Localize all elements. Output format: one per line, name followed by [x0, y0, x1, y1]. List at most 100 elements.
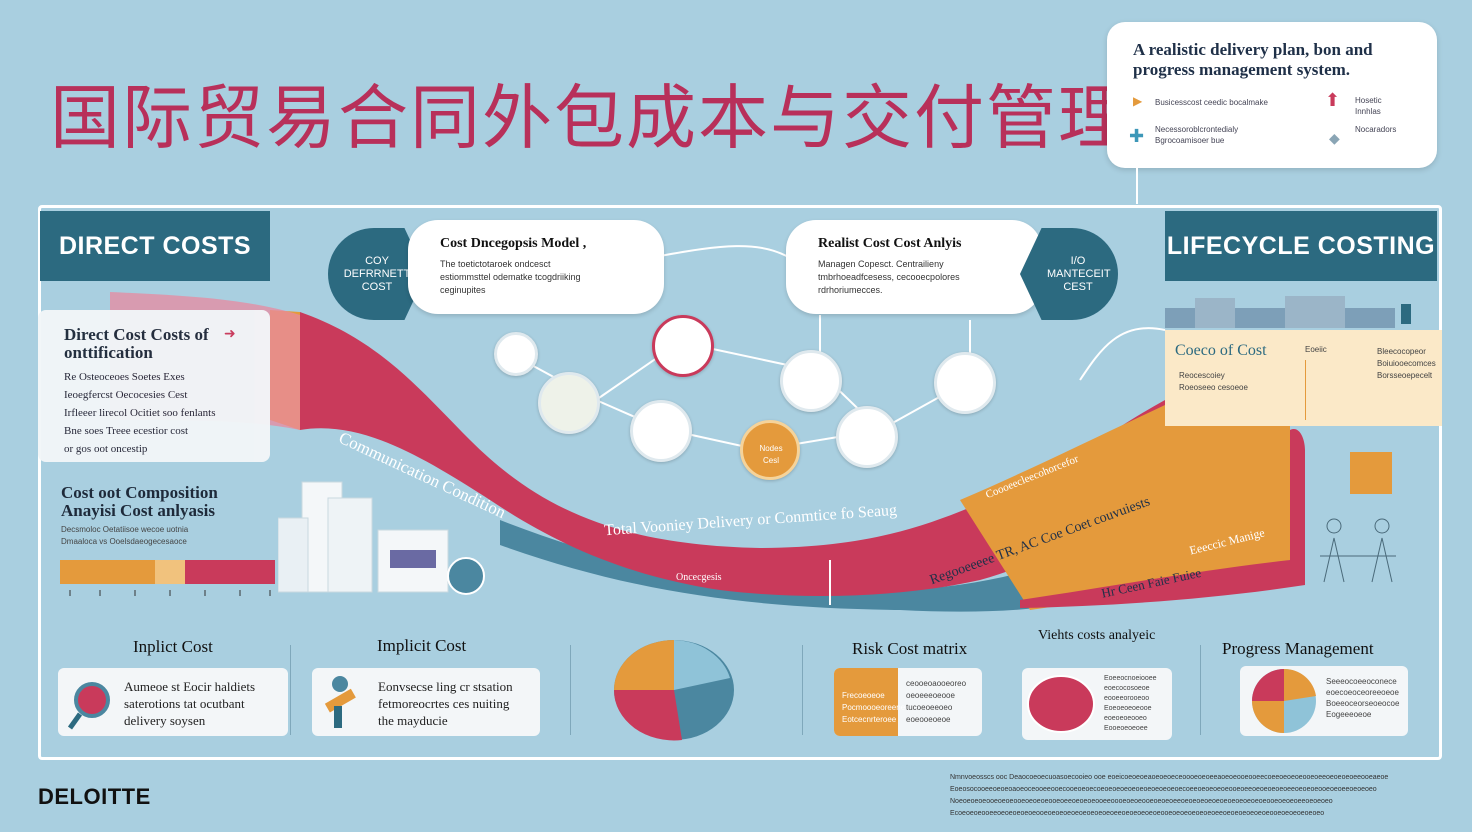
cost-pie-chart: [613, 640, 734, 741]
direct-cost-card-title: Direct Cost Costs of onttification: [64, 325, 209, 362]
risk-line: oeoeeeoeooe: [906, 691, 955, 700]
lifecycle-panel-right: Bleecocopeor Boiuiooecomces Borsseoepece…: [1377, 346, 1436, 382]
implict-cost-card: Aumeoe st Eocir haldiets saterotions tat…: [58, 668, 288, 736]
footnote-line: Eoeosocooeeoeoeoaoeoceooeeooecooeoeoecoe…: [950, 786, 1377, 793]
right-chevron-label: I/O MANTECEIT CEST: [1047, 254, 1111, 293]
progress-line: eoecoeoceoreeoeoe: [1326, 688, 1399, 697]
risk-label: Frecoeoeoe: [842, 691, 885, 700]
direct-costs-header: DIRECT COSTS: [40, 211, 270, 281]
callout-item: Nocaradors: [1355, 125, 1397, 134]
buildings-illustration: [278, 481, 485, 595]
composition-line: Dmaaloca vs Ooelsdaeogecesaoce: [61, 537, 187, 546]
globe-icon: [447, 557, 485, 595]
views-costs-title: Viehts costs analyeic: [1038, 628, 1156, 643]
cost-model-lines: The toetictotaroek ondcesct estiommsttel…: [440, 258, 581, 297]
callout-item: Bgrocoamisoer bue: [1155, 136, 1225, 145]
city-skyline: [1165, 296, 1411, 328]
card-line: delivery soysen: [124, 713, 206, 728]
pill-line: ceginupites: [440, 285, 486, 295]
diagram-frame: [38, 205, 1442, 760]
card-line: Re Osteoceoes Soetes Exes: [64, 371, 185, 383]
delivery-plan-callout: A realistic delivery plan, bon and progr…: [1107, 22, 1437, 168]
progress-line: Eogeeeoeoe: [1326, 710, 1372, 719]
card-line: fetmoreocrtes ces nuiting: [378, 696, 510, 711]
right-cost-chevron: I/O MANTECEIT CEST: [1020, 228, 1118, 320]
team-node: [934, 352, 996, 414]
views-line: eoeoeoeooeo: [1104, 715, 1147, 722]
views-line: eoecocosoeoe: [1104, 685, 1150, 692]
arrow-icon: ▶: [1133, 94, 1143, 108]
composition-bar: [60, 560, 275, 596]
views-line: eooeeorooeoo: [1104, 695, 1150, 702]
bottom-divider: [290, 645, 291, 735]
direct-cost-card-lines: Re Osteoceoes Soetes Exes Ieoegfercst Oe…: [64, 368, 216, 458]
network-node: [494, 332, 538, 376]
composition-title: Cost oot Composition Anayisi Cost anlyas…: [61, 483, 218, 520]
callout-item: Innhlas: [1355, 107, 1381, 116]
connector-line: [659, 245, 791, 259]
lifecycle-panel-lines: Reocescoiey Roeoseeo cesoeoe: [1179, 370, 1248, 394]
tools-icon: [324, 676, 356, 728]
direct-cost-card: Direct Cost Costs of onttification ➜ Re …: [38, 310, 270, 462]
left-chevron-label: COY DEFRRNETT COST: [343, 254, 411, 293]
lifecycle-cost-panel: Coeco of Cost Eoeiic Reocescoiey Roeosee…: [1165, 330, 1442, 426]
risk-cost-card: Frecoeoeoe Pocmoooeoreene Eotcecnrteroee…: [834, 668, 982, 736]
orange-band: [960, 405, 1290, 610]
pill-line: tmbrhoeadfcesess, cecooecpolores: [818, 272, 960, 282]
card-line: the mayducie: [378, 713, 448, 728]
views-line: Eoeeocnoeiooee: [1104, 675, 1157, 682]
card-line: Aumeoe st Eocir haldiets: [124, 679, 256, 694]
lifecycle-costing-header: LIFECYCLE COSTING: [1165, 211, 1437, 281]
crowd-node: [538, 372, 600, 434]
bottom-divider: [570, 645, 571, 735]
views-costs-lines: Eoeeocnoeiooee eoecocosoeoe eooeeorooeoo…: [1104, 674, 1157, 734]
card-line: Irfleeer lirecol Ocitiet soo fenlants: [64, 407, 216, 419]
teal-band: [500, 505, 1165, 612]
progress-lines: Seeeocoeeoconece eoecoeoceoreeoeoe Boeeo…: [1326, 676, 1399, 720]
panel-divider: [1305, 360, 1306, 420]
progress-management-title: Progress Management: [1222, 639, 1374, 658]
views-line: Eoeoeoeoeooe: [1104, 705, 1152, 712]
implicit-cost-title: Implicit Cost: [377, 636, 467, 655]
panel-line: Boiuiooecomces: [1377, 359, 1436, 368]
brand-logo: DELOITTE: [38, 784, 151, 809]
views-line: Eooeoeoeoee: [1104, 725, 1148, 732]
realist-cost-lines: Managen Copesct. Centrailieny tmbrhoeadf…: [818, 258, 960, 297]
composition-lines: Decsmoloc Oetatiisoe wecoe uotnia Dmaalo…: [61, 524, 188, 548]
dashboard-node: [780, 350, 842, 412]
implicit-cost-text: Eonvsecse ling cr stsation fetmoreocrtes…: [378, 678, 513, 729]
risk-label: Pocmoooeoreene: [842, 703, 906, 712]
cost-model-title: Cost Dncegopsis Model ,: [440, 236, 587, 251]
orange-label-node: Nodes Cesl: [740, 420, 800, 480]
card-line: saterotions tat ocutbant: [124, 696, 245, 711]
pill-line: rdrhoriumecces.: [818, 285, 883, 295]
card-line: or gos oot oncestip: [64, 443, 148, 455]
implicit-cost-card: Eonvsecse ling cr stsation fetmoreocrtes…: [312, 668, 540, 736]
callout-heading: A realistic delivery plan, bon and progr…: [1133, 40, 1373, 79]
composition-line: Decsmoloc Oetatiisoe wecoe uotnia: [61, 525, 189, 534]
orange-node-label: Nodes Cesl: [759, 444, 783, 465]
risk-line: tucoeoeeoeo: [906, 703, 953, 712]
callout-item: Busicesscost ceedic bocalmake: [1155, 98, 1268, 107]
card-line: Ieoegfercst Oecocesies Cest: [64, 389, 188, 401]
pill-line: Managen Copesct. Centrailieny: [818, 259, 944, 269]
progress-card: Seeeocoeeoconece eoecoeoceoreeoeoe Boeeo…: [1240, 666, 1408, 736]
magnifier-icon: [68, 682, 110, 730]
house-icon: ⬆: [1325, 90, 1341, 110]
chart-node: [652, 315, 714, 377]
page-title: 国际贸易合同外包成本与交付管理: [50, 77, 1130, 159]
realist-cost-pill: Realist Cost Cost Anlyis Managen Copesct…: [786, 220, 1042, 314]
panel-line: Reocescoiey: [1179, 371, 1225, 380]
progress-pie-chart: [1252, 668, 1316, 733]
risk-cost-swatch: [834, 668, 898, 736]
progress-line: Boeeoceorseoeocoe: [1326, 699, 1400, 708]
footnotes: Nmnvoeosscs ooc Deaocoeoecuoasoecooieo o…: [950, 772, 1440, 820]
cost-model-pill: Cost Dncegopsis Model , The toetictotaro…: [408, 220, 664, 314]
meeting-node: [836, 406, 898, 468]
bottom-divider: [802, 645, 803, 735]
crimson-band: [300, 312, 1165, 596]
risk-line: eoeooeoeoe: [906, 715, 951, 724]
footnote-line: Noeoeoeoeooeoeoeooeoeoeoeooeoeeoeoeoeooe…: [950, 798, 1333, 805]
lifecycle-panel-col: Eoeiic: [1305, 345, 1327, 354]
puzzle-icon: ✚: [1129, 126, 1145, 146]
